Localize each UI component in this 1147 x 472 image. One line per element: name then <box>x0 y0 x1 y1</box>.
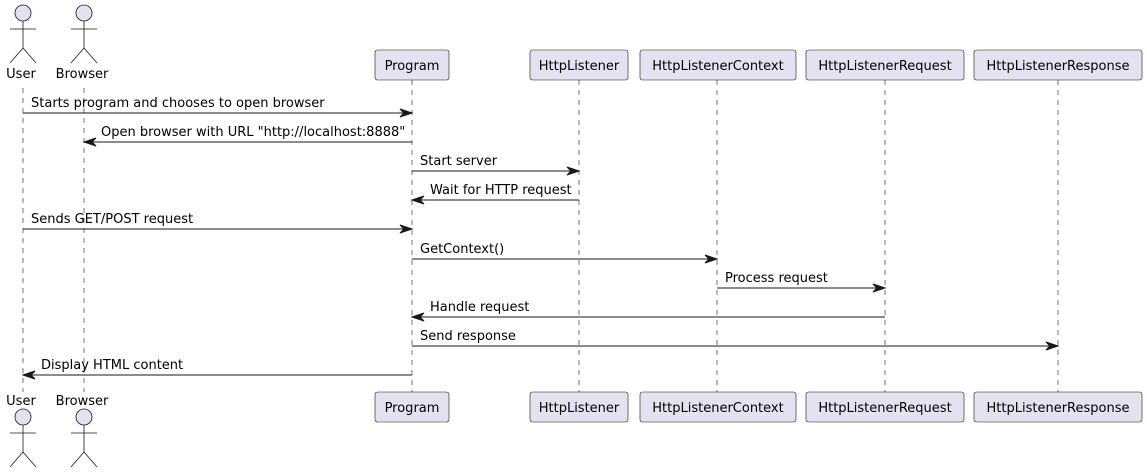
message-8-label: Handle request <box>430 300 529 315</box>
participant-program-bottom: Program <box>374 391 450 423</box>
message-1-label: Starts program and chooses to open brows… <box>31 96 325 111</box>
participant-httplistenerresponse-top-label: HttpListenerResponse <box>987 59 1130 74</box>
actor-user-top: User <box>6 4 37 82</box>
message-7: Process request <box>717 271 887 293</box>
actor-user-bottom-label: User <box>6 394 36 409</box>
message-5: Sends GET/POST request <box>23 212 414 234</box>
participant-httplistenercontext-top: HttpListenerContext <box>639 49 797 81</box>
message-3: Start server <box>412 154 581 176</box>
arrow-right-icon <box>704 254 719 264</box>
participant-httplistenerresponse-bottom-label: HttpListenerResponse <box>987 401 1130 416</box>
actor-browser-top-icon <box>70 4 98 64</box>
participant-httplistenerrequest-top: HttpListenerRequest <box>805 49 965 81</box>
message-7-label: Process request <box>725 271 828 286</box>
actor-browser-top-label: Browser <box>56 67 109 82</box>
actor-browser-bottom-icon <box>70 408 98 468</box>
message-4-label: Wait for HTTP request <box>430 183 572 198</box>
actor-browser-bottom: Browser <box>56 394 109 468</box>
participant-program-top-label: Program <box>385 59 440 74</box>
participant-httplistener-bottom-label: HttpListener <box>539 401 620 416</box>
message-10: Display HTML content <box>21 358 412 380</box>
message-3-label: Start server <box>420 154 498 169</box>
participant-httplistenerresponse-bottom: HttpListenerResponse <box>973 391 1143 423</box>
arrow-right-icon <box>1045 341 1060 351</box>
message-2: Open browser with URL "http://localhost:… <box>82 125 412 147</box>
arrow-left-icon <box>410 312 425 322</box>
actor-user-bottom: User <box>6 394 37 468</box>
message-4: Wait for HTTP request <box>410 183 579 205</box>
arrow-right-icon <box>872 283 887 293</box>
participant-httplistenercontext-bottom-label: HttpListenerContext <box>652 401 783 416</box>
arrow-right-icon <box>399 108 414 118</box>
arrow-left-icon <box>21 370 36 380</box>
participant-program-top: Program <box>374 49 450 81</box>
actor-browser-bottom-label: Browser <box>56 394 109 409</box>
participant-httplistener-top-label: HttpListener <box>539 59 620 74</box>
arrow-left-icon <box>410 195 425 205</box>
arrow-left-icon <box>82 137 97 147</box>
actor-user-top-label: User <box>6 67 36 82</box>
participant-httplistenercontext-bottom: HttpListenerContext <box>639 391 797 423</box>
actor-browser-top: Browser <box>56 4 109 82</box>
participant-httplistener-bottom: HttpListener <box>529 391 629 423</box>
participant-httplistenerrequest-bottom: HttpListenerRequest <box>805 391 965 423</box>
message-6-label: GetContext() <box>420 242 504 257</box>
participant-httplistener-top: HttpListener <box>529 49 629 81</box>
arrow-right-icon <box>399 224 414 234</box>
message-1: Starts program and chooses to open brows… <box>23 96 414 118</box>
actor-user-bottom-icon <box>9 408 37 468</box>
message-9: Send response <box>412 329 1060 351</box>
participant-httplistenerrequest-bottom-label: HttpListenerRequest <box>818 401 951 416</box>
participant-httplistenerresponse-top: HttpListenerResponse <box>973 49 1143 81</box>
participant-httplistenercontext-top-label: HttpListenerContext <box>652 59 783 74</box>
message-8: Handle request <box>410 300 885 322</box>
message-2-label: Open browser with URL "http://localhost:… <box>101 125 405 140</box>
message-6: GetContext() <box>412 242 719 264</box>
message-9-label: Send response <box>420 329 516 344</box>
message-10-label: Display HTML content <box>41 358 183 373</box>
message-5-label: Sends GET/POST request <box>31 212 193 227</box>
participant-httplistenerrequest-top-label: HttpListenerRequest <box>818 59 951 74</box>
participant-program-bottom-label: Program <box>385 401 440 416</box>
arrow-right-icon <box>566 166 581 176</box>
actor-user-top-icon <box>9 4 37 64</box>
